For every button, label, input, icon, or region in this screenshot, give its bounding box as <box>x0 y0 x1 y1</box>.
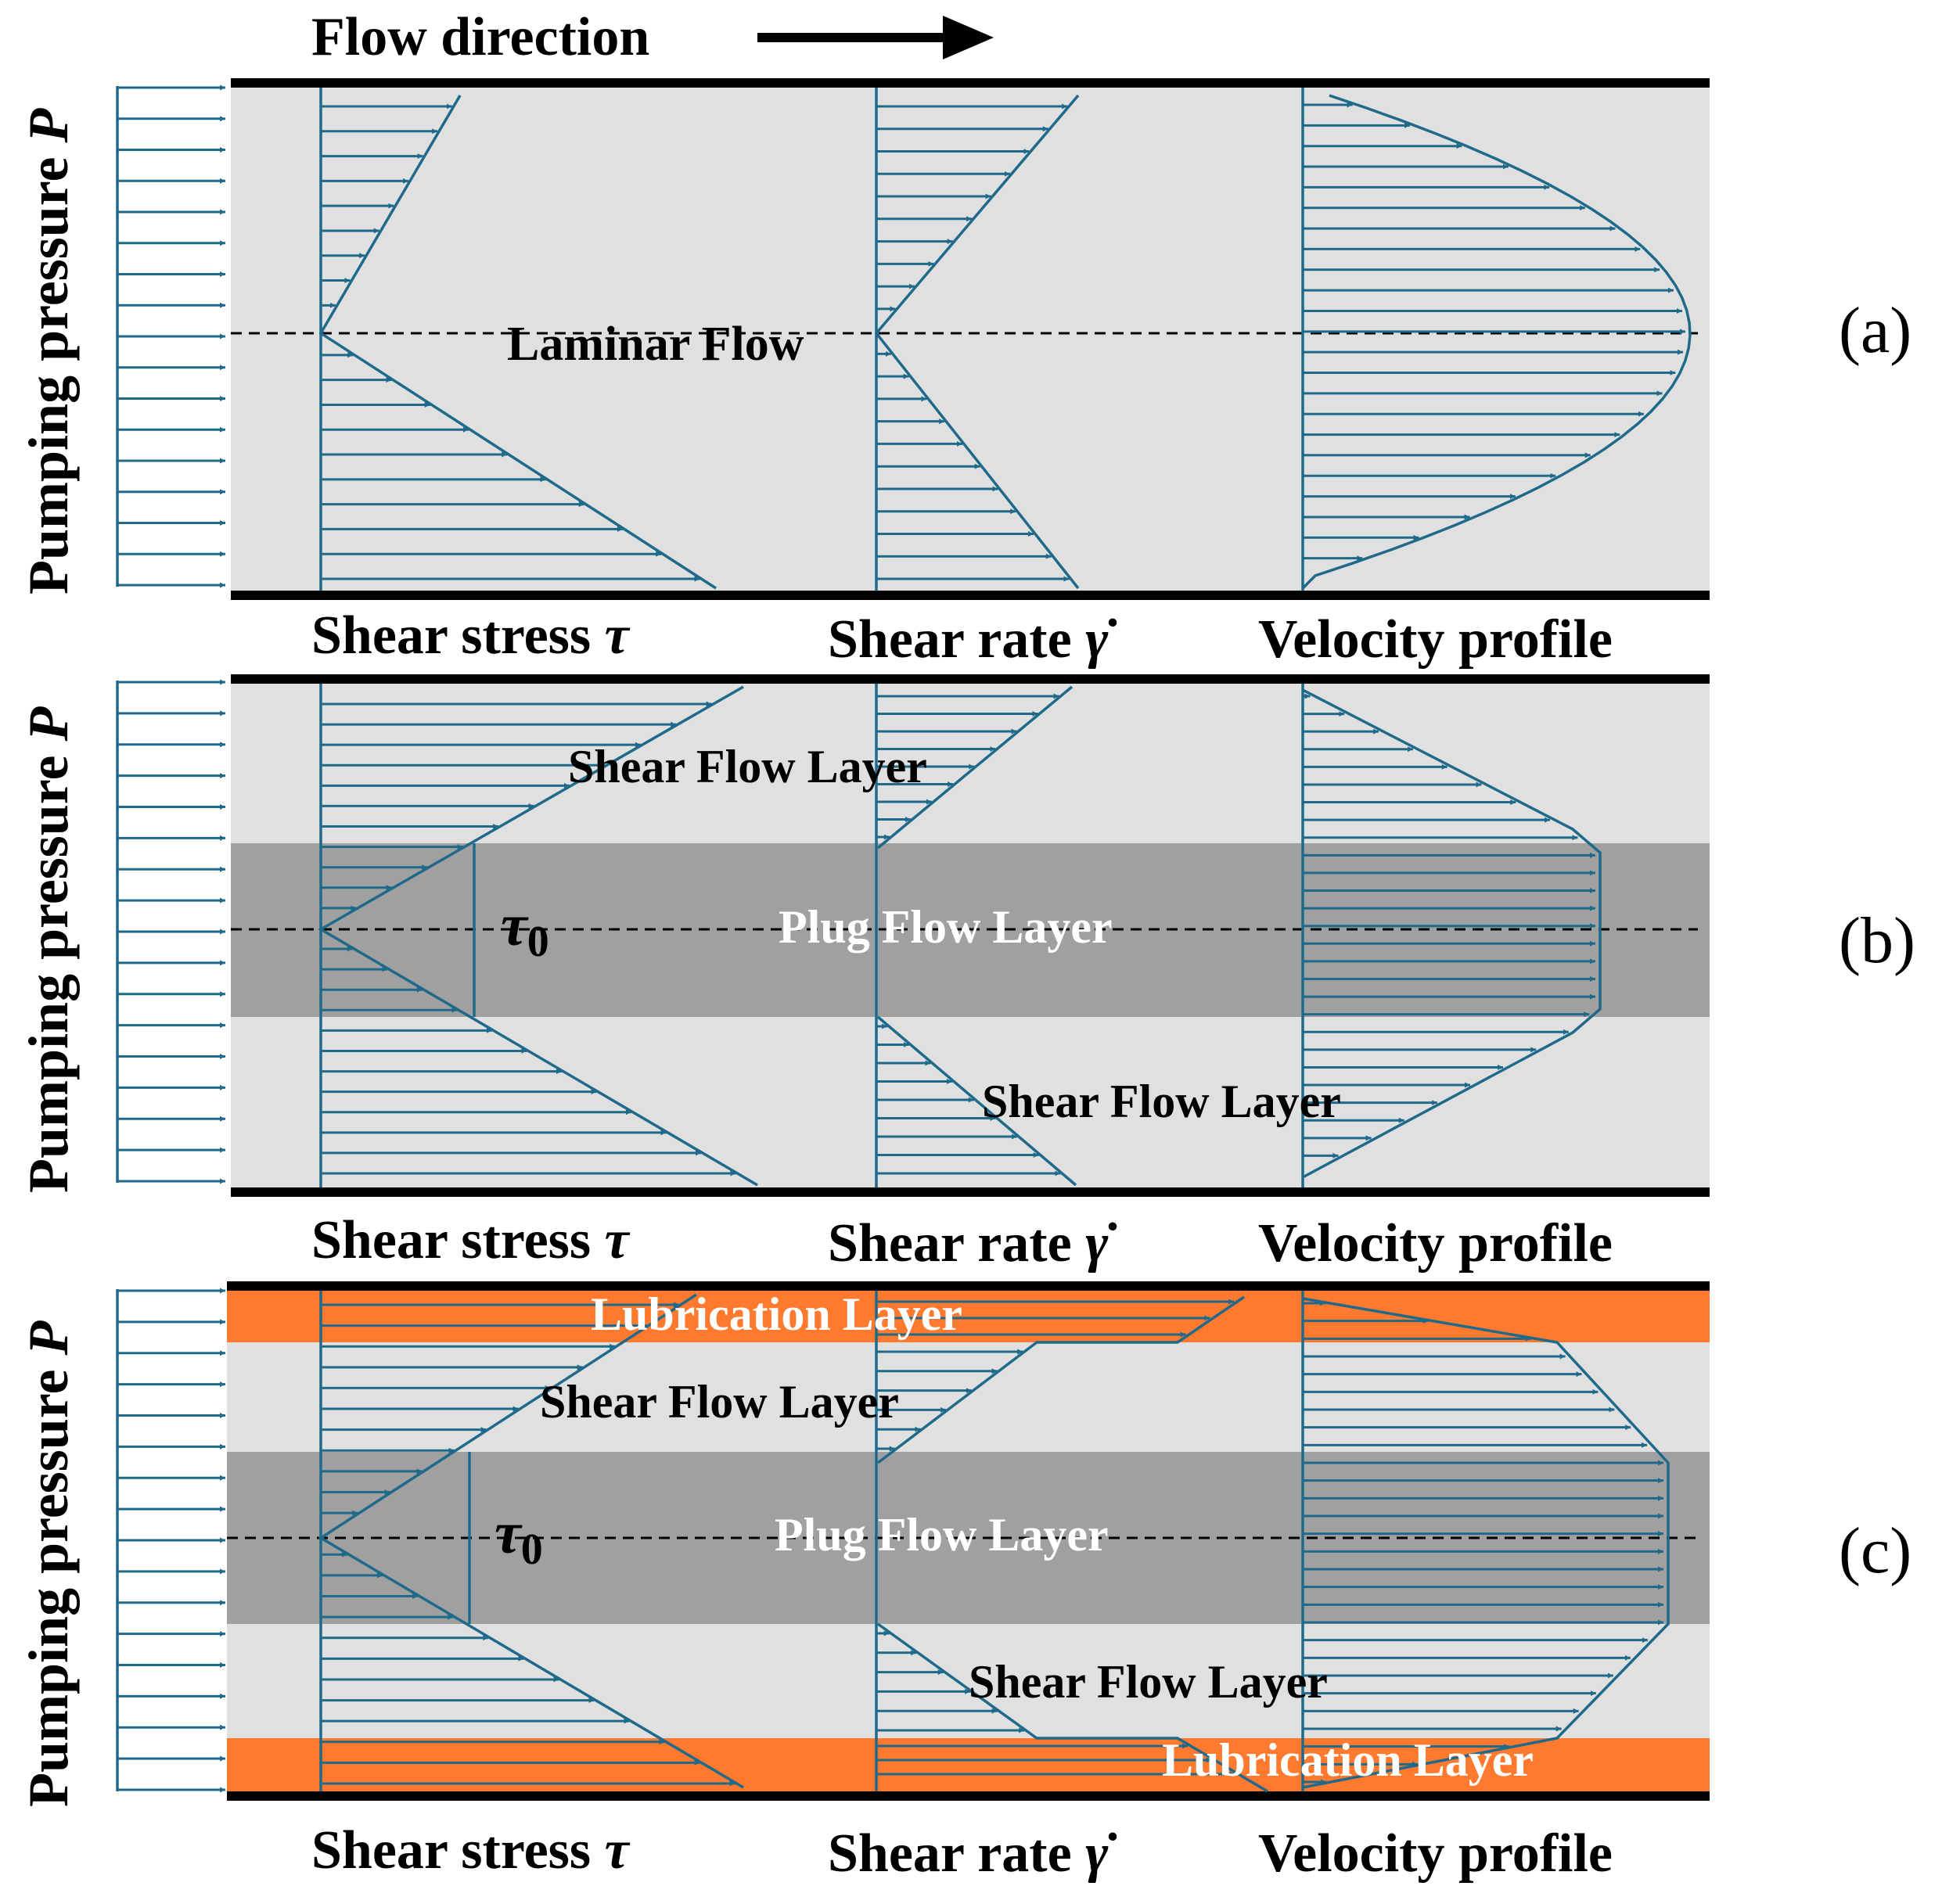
yield-stress-label: τ0 <box>501 893 549 966</box>
bottom-wall <box>231 1187 1710 1197</box>
panel-a: Pumping pressure P Laminar Flow (a) Shea… <box>17 78 1911 670</box>
plug-flow-layer-label: Plug Flow Layer <box>775 1509 1109 1561</box>
panel-c: Pumping pressure P Lubrication Layer She… <box>17 1281 1911 1884</box>
panel-label-a: (a) <box>1839 294 1911 367</box>
top-wall <box>227 1281 1710 1291</box>
shear-flow-layer-label-bottom: Shear Flow Layer <box>982 1076 1341 1127</box>
shear-rate-axis-label: Shear rate γ̇ <box>828 609 1117 670</box>
channel-background <box>231 88 1710 591</box>
lubrication-layer-label-bottom: Lubrication Layer <box>1162 1734 1534 1786</box>
bottom-wall <box>227 1791 1710 1801</box>
pressure-axis-label: Pumping pressure P <box>17 108 80 595</box>
velocity-profile-axis-label: Velocity profile <box>1258 609 1613 670</box>
velocity-profile <box>1302 688 1602 1179</box>
yield-stress-label: τ0 <box>494 1500 543 1574</box>
velocity-profile <box>1302 1297 1670 1789</box>
velocity-profile-axis-label: Velocity profile <box>1258 1823 1613 1884</box>
velocity-profile-axis-label: Velocity profile <box>1258 1213 1613 1274</box>
bottom-wall <box>231 591 1710 600</box>
flow-direction-arrow <box>757 16 994 59</box>
panel-b: Pumping pressure P Shear Flow Layer Plug… <box>17 674 1915 1274</box>
plug-flow-layer-label: Plug Flow Layer <box>779 901 1113 953</box>
shear-flow-layer-label-top: Shear Flow Layer <box>568 741 927 792</box>
shear-rate-profile <box>874 94 1080 590</box>
flow-direction-label: Flow direction <box>311 7 649 67</box>
pressure-axis-label: Pumping pressure P <box>17 1320 80 1807</box>
shear-rate-profile-top <box>876 1295 1245 1464</box>
laminar-flow-label: Laminar Flow <box>507 318 804 371</box>
shear-rate-profile-bottom <box>876 1622 1268 1793</box>
lubrication-layer-label-top: Lubrication Layer <box>591 1288 962 1340</box>
shear-stress-axis-label: Shear stress τ <box>311 1820 631 1881</box>
shear-stress-axis-label: Shear stress τ <box>311 605 631 666</box>
top-wall <box>231 674 1710 684</box>
shear-stress-profile <box>318 1293 744 1789</box>
shear-stress-axis-label: Shear stress τ <box>311 1210 631 1270</box>
panel-label-c: (c) <box>1839 1514 1911 1587</box>
shear-rate-axis-label: Shear rate γ̇ <box>828 1823 1117 1884</box>
shear-flow-layer-label-bottom: Shear Flow Layer <box>969 1656 1328 1708</box>
shear-flow-layer-label-top: Shear Flow Layer <box>540 1376 899 1428</box>
panel-label-b: (b) <box>1839 904 1915 977</box>
top-wall <box>231 78 1710 88</box>
shear-rate-axis-label: Shear rate γ̇ <box>828 1213 1117 1274</box>
velocity-profile <box>1301 94 1692 590</box>
pressure-axis-label: Pumping pressure P <box>17 706 80 1193</box>
shear-rate-profile-bottom <box>876 1015 1077 1187</box>
